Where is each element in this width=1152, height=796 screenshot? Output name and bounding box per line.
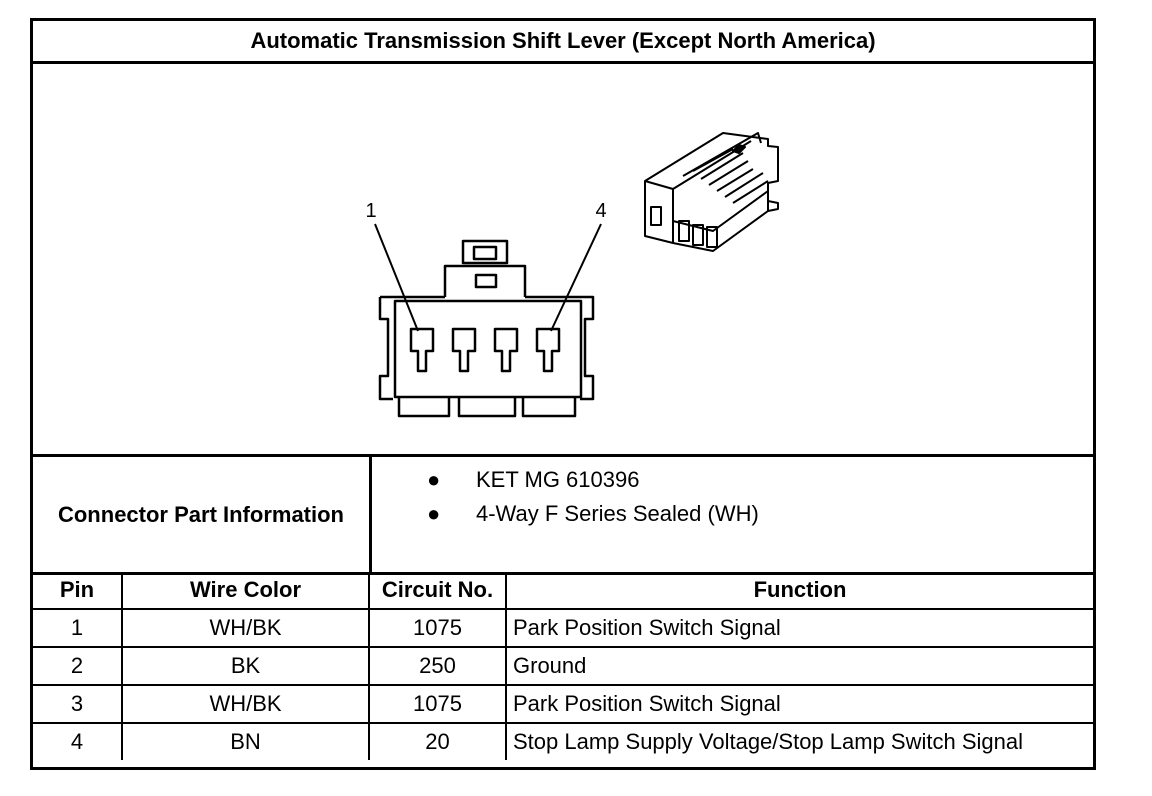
table-row: 4 BN 20 Stop Lamp Supply Voltage/Stop La…	[33, 722, 1093, 760]
pin-1-callout: 1	[365, 200, 376, 222]
connector-body	[378, 295, 595, 401]
cell-function: Ground	[505, 646, 1093, 686]
connector-drawing-panel: 1 4	[33, 61, 1093, 457]
table-row: 1 WH/BK 1075 Park Position Switch Signal	[33, 608, 1093, 648]
cell-function: Stop Lamp Supply Voltage/Stop Lamp Switc…	[505, 722, 1093, 760]
connector-latch-housing	[443, 264, 527, 297]
connector-isometric-view	[644, 132, 779, 252]
cell-circuit-no: 1075	[368, 608, 507, 648]
cell-pin: 3	[33, 684, 123, 724]
connector-foot-right	[521, 397, 577, 418]
bullet-icon: ●	[427, 467, 441, 492]
header-wire-color: Wire Color	[121, 572, 370, 610]
cell-wire-color: BK	[121, 646, 370, 686]
terminal-cavity-2	[451, 327, 477, 373]
pin-table-header: Pin Wire Color Circuit No. Function	[33, 572, 1093, 610]
cell-function: Park Position Switch Signal	[505, 608, 1093, 648]
page-title: Automatic Transmission Shift Lever (Exce…	[33, 21, 1093, 64]
pin-table: Pin Wire Color Circuit No. Function 1 WH…	[33, 572, 1093, 760]
cell-pin: 4	[33, 722, 123, 760]
connector-foot-mid	[457, 397, 517, 418]
cell-function: Park Position Switch Signal	[505, 684, 1093, 724]
connector-part-number: KET MG 610396	[476, 467, 640, 492]
header-pin: Pin	[33, 572, 123, 610]
connector-foot-left	[397, 397, 451, 418]
connector-description: 4-Way F Series Sealed (WH)	[476, 501, 759, 526]
terminal-cavity-1	[409, 327, 435, 373]
connector-info-list: ● KET MG 610396 ● 4-Way F Series Sealed …	[372, 457, 1093, 572]
cell-circuit-no: 20	[368, 722, 507, 760]
header-function: Function	[505, 572, 1093, 610]
connector-sheet: Automatic Transmission Shift Lever (Exce…	[30, 18, 1096, 770]
cell-wire-color: BN	[121, 722, 370, 760]
connector-info-row: Connector Part Information ● KET MG 6103…	[33, 457, 1093, 575]
cell-pin: 2	[33, 646, 123, 686]
cell-circuit-no: 250	[368, 646, 507, 686]
table-row: 3 WH/BK 1075 Park Position Switch Signal	[33, 684, 1093, 724]
bullet-icon: ●	[427, 501, 441, 526]
connector-face-diagram: 1 4	[365, 132, 779, 418]
pin-4-leader	[550, 223, 602, 332]
pin-4-callout: 4	[595, 200, 606, 222]
pin-1-leader	[374, 223, 419, 332]
cell-wire-color: WH/BK	[121, 608, 370, 648]
cell-circuit-no: 1075	[368, 684, 507, 724]
terminal-cavity-4	[535, 327, 561, 373]
connector-latch	[461, 239, 509, 265]
cell-wire-color: WH/BK	[121, 684, 370, 724]
cell-pin: 1	[33, 608, 123, 648]
connector-info-label: Connector Part Information	[33, 457, 372, 572]
terminal-cavity-3	[493, 327, 519, 373]
table-row: 2 BK 250 Ground	[33, 646, 1093, 686]
header-circuit-no: Circuit No.	[368, 572, 507, 610]
